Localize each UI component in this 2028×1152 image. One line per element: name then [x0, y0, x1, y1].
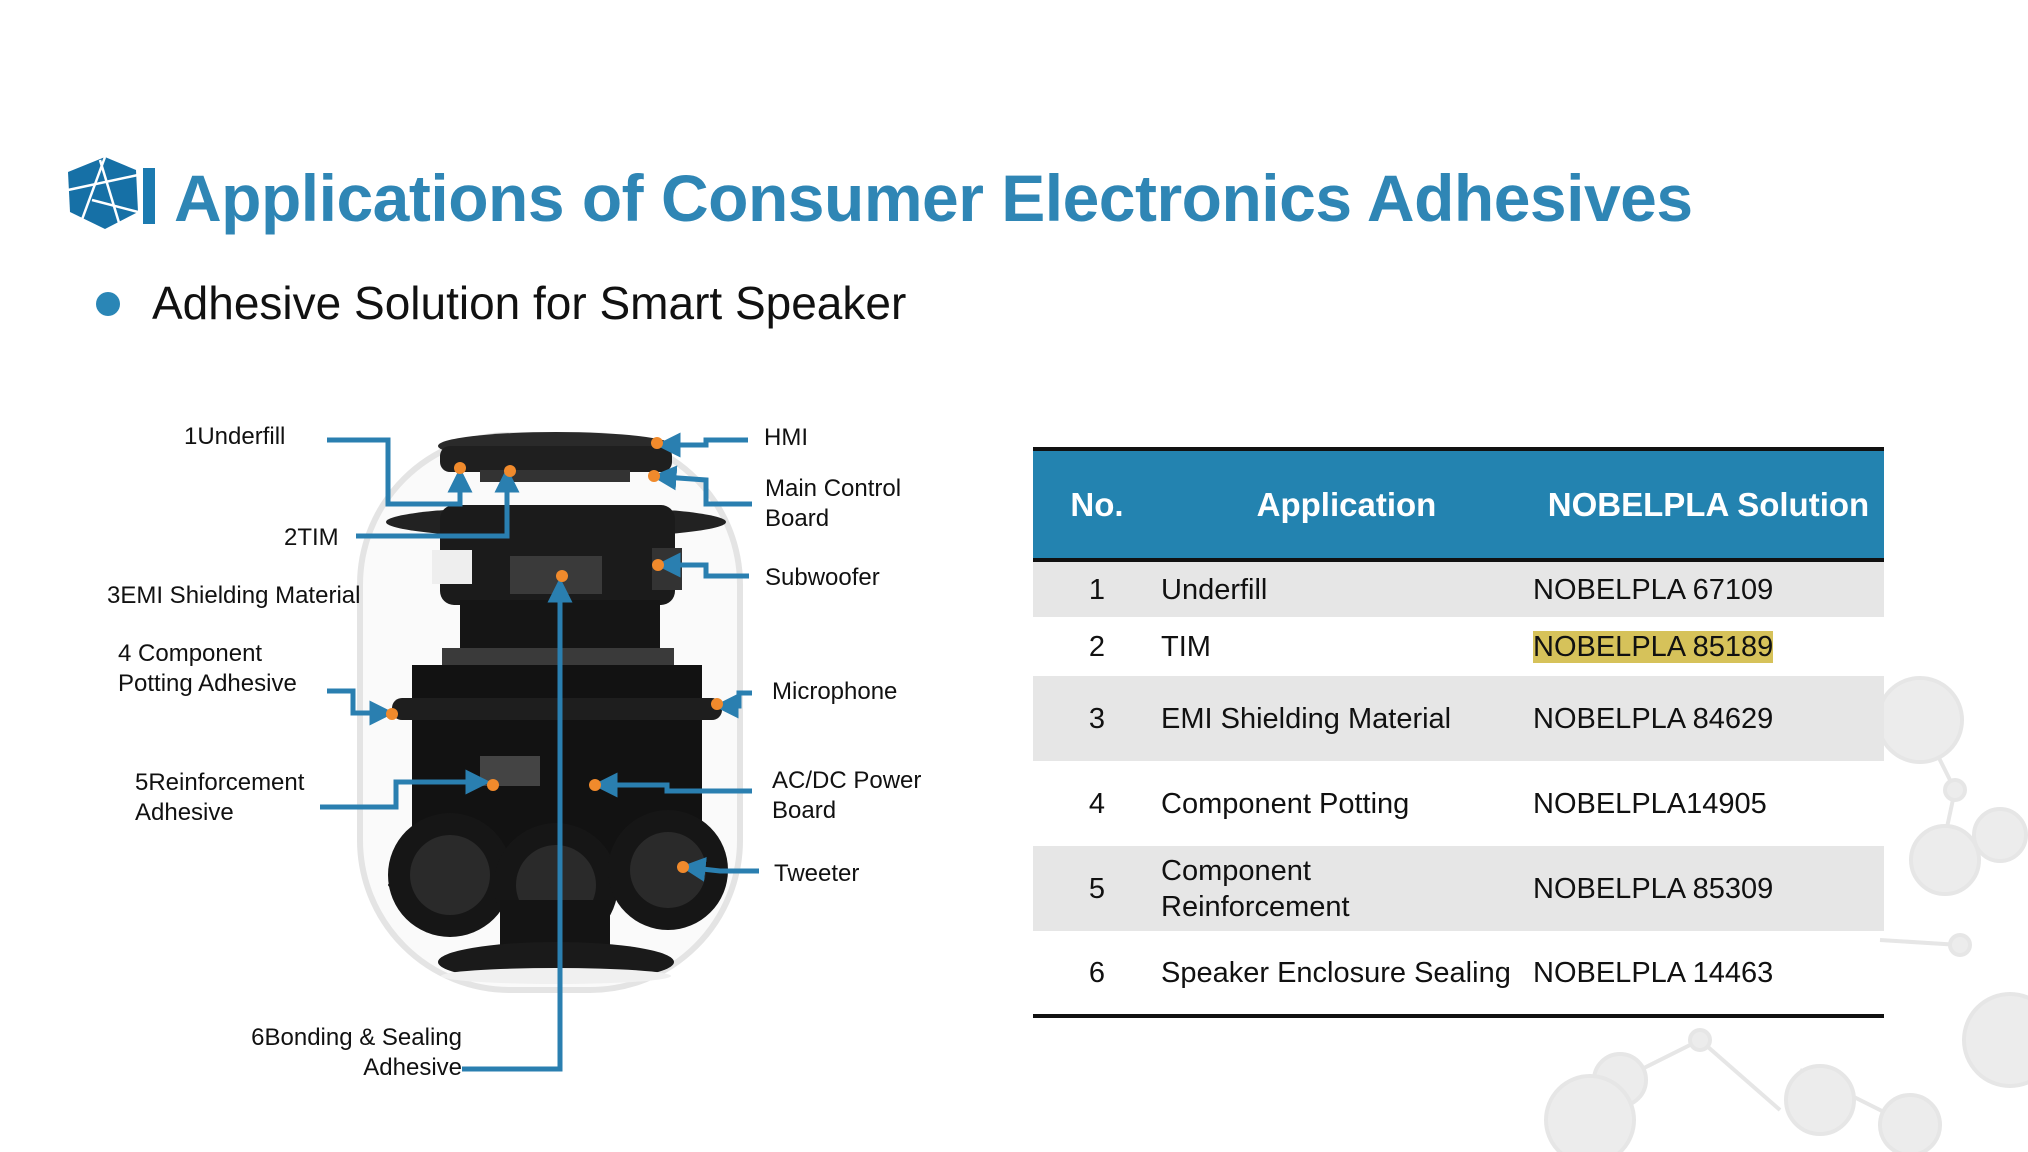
leader-tim [356, 467, 520, 539]
adhesive-points [386, 437, 723, 873]
cell-no: 5 [1033, 846, 1161, 931]
molecule-decoration [1544, 676, 2028, 1152]
leader-hmi [655, 432, 748, 458]
cell-no: 3 [1033, 676, 1161, 761]
bullet-icon [96, 292, 120, 316]
cell-no: 4 [1088, 787, 1106, 820]
header-no: No. [1033, 447, 1161, 562]
header-solution: NOBELPLA Solution [1533, 447, 1884, 562]
cell-application: Component Reinforcement [1161, 846, 1533, 931]
leader-potting [327, 688, 395, 726]
cell-solution: NOBELPLA 67109 [1533, 560, 1884, 617]
label-underfill: 1Underfill [184, 423, 286, 450]
cell-solution: NOBELPLA 14463 [1533, 931, 1884, 1018]
cell-application: Component Potting [1161, 787, 1410, 820]
cell-application: TIM [1161, 630, 1211, 663]
leader-subwoofer [655, 552, 749, 579]
leader-lines [320, 432, 759, 1072]
cell-solution: NOBELPLA 84629 [1533, 676, 1884, 761]
cell-no: 2 [1088, 630, 1106, 663]
page-title: Applications of Consumer Electronics Adh… [174, 161, 1693, 235]
header-application: Application [1161, 447, 1533, 562]
table-header-row: No. Application NOBELPLA Solution [1033, 447, 1884, 562]
cell-solution: NOBELPLA14905 [1533, 787, 1767, 820]
table-row: 2 TIM NOBELPLA 85189 [1033, 617, 1884, 676]
cell-application: EMI Shielding Material [1161, 676, 1533, 761]
title-accent-bar [143, 168, 155, 224]
label-emi-shielding: 3EMI Shielding Material [107, 582, 361, 609]
cell-solution: NOBELPLA 85189 [1533, 617, 1884, 676]
leader-microphone [713, 690, 752, 719]
leader-acdc [592, 772, 752, 798]
highlighted-solution: NOBELPLA 85189 [1533, 630, 1774, 663]
leader-main-control [651, 465, 752, 507]
cell-solution: NOBELPLA 85309 [1533, 846, 1884, 931]
smart-speaker-illustration [357, 432, 743, 993]
leader-reinforcement [320, 769, 491, 810]
label-microphone: Microphone [772, 678, 898, 705]
label-tweeter: Tweeter [774, 860, 860, 887]
leader-bonding-sealing [462, 577, 573, 1072]
leader-underfill [327, 437, 473, 507]
label-subwoofer: Subwoofer [765, 564, 880, 591]
cell-no: 6 [1033, 931, 1161, 1018]
leader-tweeter [680, 856, 759, 882]
page-subtitle: Adhesive Solution for Smart Speaker [152, 277, 907, 329]
label-hmi: HMI [764, 424, 808, 451]
label-tim: 2TIM [284, 524, 339, 551]
cell-no: 1 [1033, 560, 1161, 617]
company-logo-icon [67, 156, 139, 229]
cell-application: Speaker Enclosure Sealing [1161, 931, 1533, 1018]
table-row: 4 Component Potting NOBELPLA14905 [1033, 761, 1884, 846]
cell-application: Underfill [1161, 560, 1533, 617]
